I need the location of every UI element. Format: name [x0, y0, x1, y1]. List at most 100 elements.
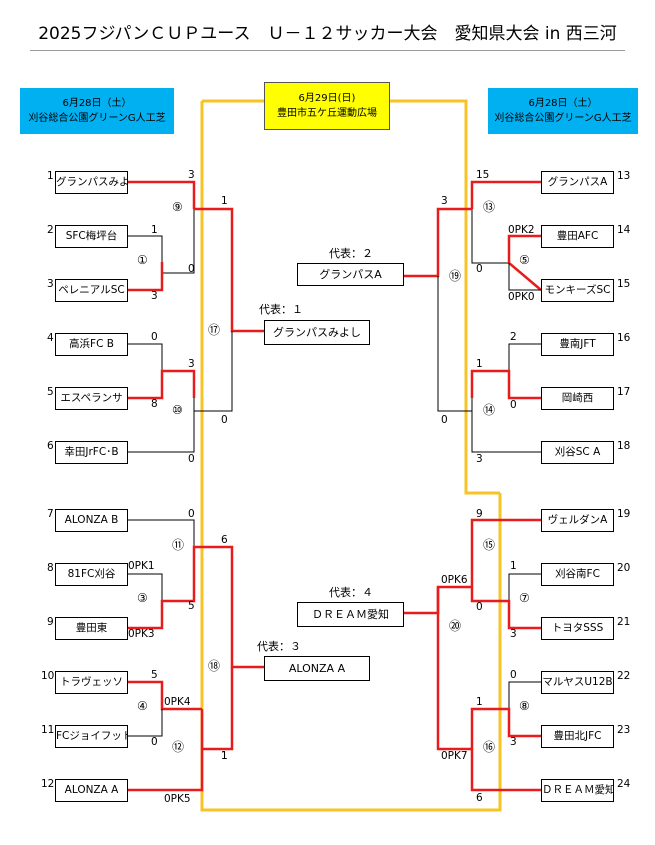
team-number: 11	[41, 724, 55, 736]
team-number: 9	[47, 616, 54, 628]
team-number: 6	[47, 440, 54, 452]
score-label: 0PK4	[164, 696, 191, 708]
match-number: ⑤	[519, 253, 530, 267]
match-number: ⑩	[172, 403, 183, 417]
bracket-line	[194, 207, 264, 333]
representative-label: 代表：１	[259, 303, 303, 316]
representative-team: グランパスA	[297, 263, 404, 286]
team-number: 19	[617, 508, 631, 520]
team-number: 10	[41, 670, 55, 682]
final-frame-line	[200, 101, 502, 812]
team-box: 岡崎西	[541, 387, 614, 410]
venue-right-date: 6月28日（土）	[528, 98, 598, 109]
score-label: 0	[188, 508, 195, 520]
match-number: ⑭	[483, 403, 496, 417]
team-box: 豊南JFT	[541, 333, 614, 356]
team-number: 22	[617, 670, 631, 682]
team-box: 豊田東	[55, 617, 128, 640]
bracket-line	[126, 680, 202, 711]
bracket-line	[470, 707, 541, 749]
bracket-line	[162, 209, 195, 274]
team-box: トヨタSSS	[541, 617, 614, 640]
team-box: ＤＲＥＡＭ愛知	[541, 779, 614, 802]
score-label: 0PK6	[441, 574, 468, 586]
team-box: マルヤスU12B	[541, 671, 614, 694]
match-number: ①	[137, 253, 148, 267]
score-label: 1	[221, 750, 228, 762]
team-box: 刈谷南FC	[541, 563, 614, 586]
team-box: ALONZA A	[55, 779, 128, 802]
bracket-line	[508, 263, 541, 291]
bracket-line	[126, 573, 163, 601]
score-label: 0	[441, 414, 448, 426]
title-divider	[30, 50, 625, 51]
team-box: 刈谷SC A	[541, 441, 614, 464]
representative-label: 代表：３	[257, 640, 301, 653]
score-label: 1	[151, 224, 158, 236]
bracket-line	[126, 398, 195, 453]
match-number: ⑯	[483, 740, 496, 754]
score-label: 3	[188, 169, 195, 181]
score-label: 0	[476, 601, 483, 613]
score-label: 0	[510, 399, 517, 411]
match-number: ④	[137, 699, 148, 713]
bracket-line	[126, 545, 264, 669]
score-label: 9	[476, 508, 483, 520]
bracket-line	[402, 207, 472, 278]
team-box: 幸田JrFC･B	[55, 441, 128, 464]
score-label: 0PK1	[128, 560, 155, 572]
score-label: 1	[476, 358, 483, 370]
score-label: 0	[188, 263, 195, 275]
venue-left-place: 刈谷総合公園グリーンG人工芝	[28, 113, 166, 124]
bracket-line	[437, 276, 472, 412]
bracket-line	[508, 343, 541, 371]
team-box: グランパスA	[541, 171, 614, 194]
venue-final: 6月29日(日) 豊田市五ケ丘運動広場	[264, 82, 390, 130]
venue-right: 6月28日（土） 刈谷総合公園グリーンG人工芝	[488, 88, 638, 134]
score-label: 8	[151, 398, 158, 410]
venue-final-date: 6月29日(日)	[298, 93, 356, 104]
team-number: 13	[617, 170, 631, 182]
team-box: SFC梅坪台	[55, 225, 128, 248]
bracket-line	[470, 369, 541, 400]
match-number: ⑨	[172, 200, 183, 214]
team-number: 1	[47, 170, 54, 182]
match-number: ⑲	[449, 269, 462, 283]
team-number: 5	[47, 386, 54, 398]
team-number: 17	[617, 386, 631, 398]
team-number: 15	[617, 278, 631, 290]
team-box: 豊田北JFC	[541, 725, 614, 748]
team-box: グランパスみよし	[55, 171, 128, 194]
team-number: 7	[47, 508, 54, 520]
team-number: 8	[47, 562, 54, 574]
team-box: 豊田AFC	[541, 225, 614, 248]
score-label: 1	[221, 750, 228, 762]
team-number: 20	[617, 562, 631, 574]
score-label: 3	[510, 736, 517, 748]
team-number: 21	[617, 616, 631, 628]
score-label: 2	[510, 331, 517, 343]
score-label: 5	[188, 600, 195, 612]
match-number: ⑦	[519, 591, 530, 605]
match-number: ⑪	[172, 538, 185, 552]
venue-left-date: 6月28日（土）	[62, 98, 132, 109]
score-label: 0	[188, 453, 195, 465]
team-number: 23	[617, 724, 631, 736]
score-label: 1	[476, 696, 483, 708]
team-number: 12	[41, 778, 55, 790]
venue-right-place: 刈谷総合公園グリーンG人工芝	[494, 113, 632, 124]
score-label: 3	[188, 358, 195, 370]
score-label: 0	[151, 736, 158, 748]
bracket-line	[126, 235, 163, 262]
bracket-line	[508, 681, 541, 709]
bracket-line	[126, 369, 196, 400]
match-number: ⑳	[449, 619, 462, 633]
bracket-line	[470, 547, 541, 630]
bracket-line	[126, 709, 163, 737]
team-box: FCジョイフット	[55, 725, 128, 748]
team-box: 81FC刈谷	[55, 563, 128, 586]
team-number: 4	[47, 332, 54, 344]
score-label: 3	[510, 628, 517, 640]
team-number: 24	[617, 778, 631, 790]
